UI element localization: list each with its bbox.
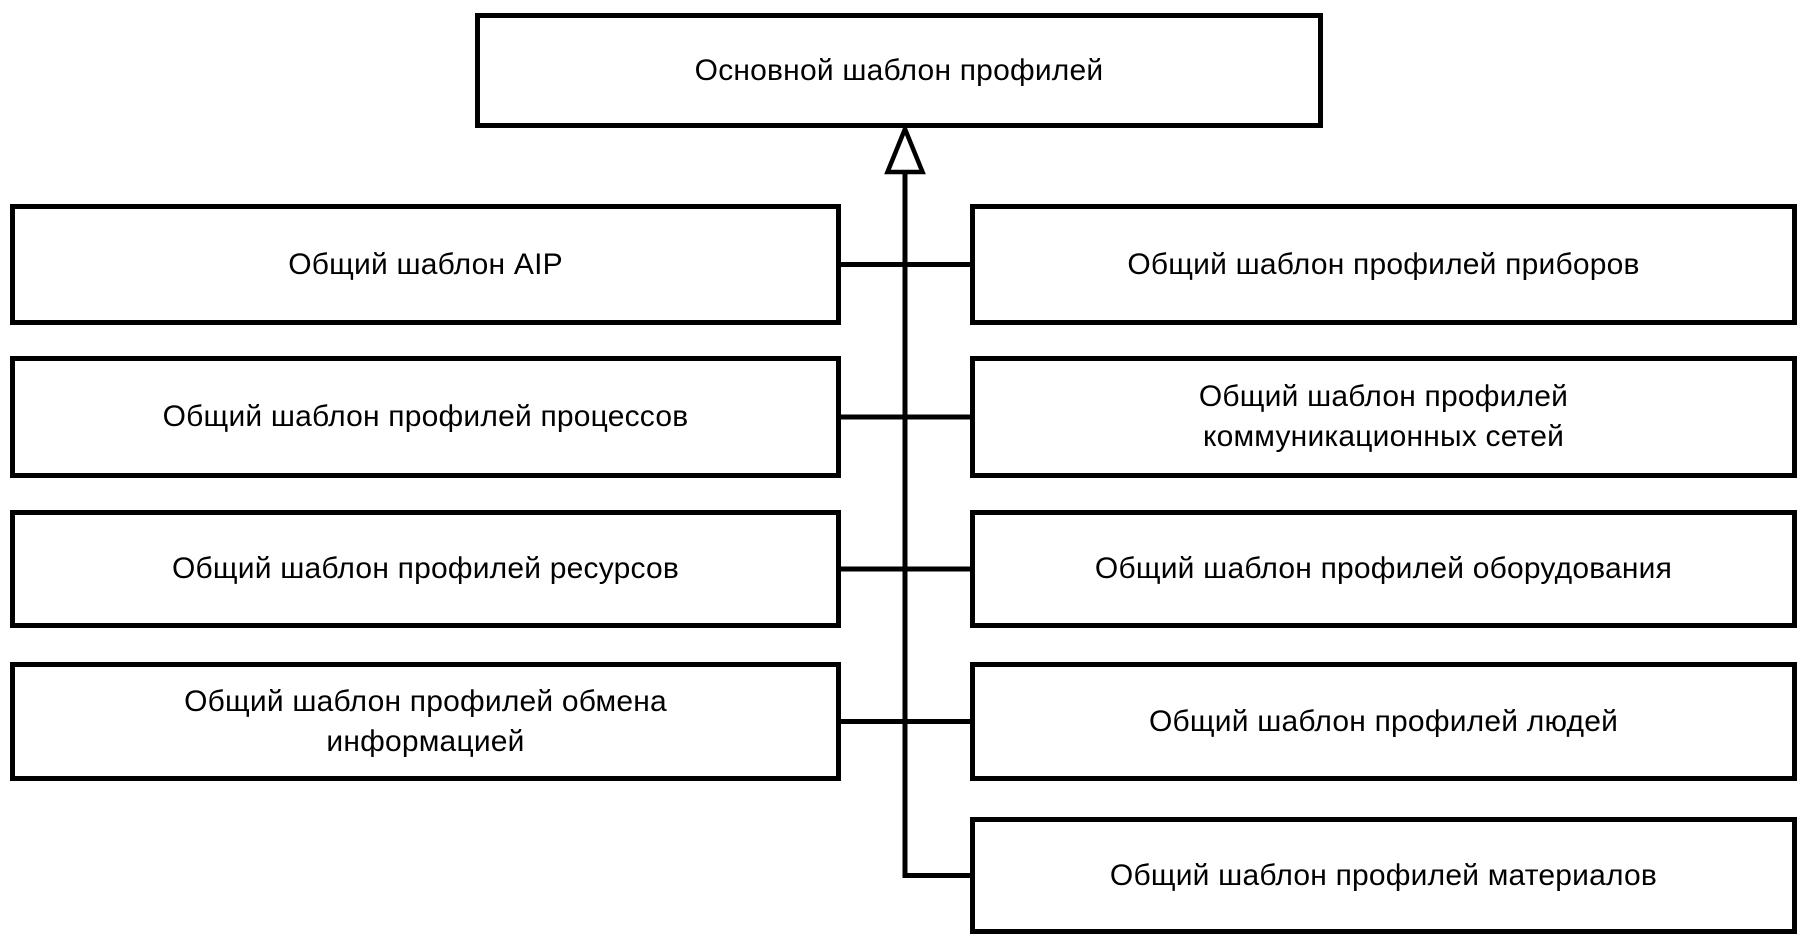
node-label: Общий шаблон профилей материалов bbox=[1109, 858, 1658, 892]
node-label: Общий шаблон профилей ресурсов bbox=[171, 552, 680, 586]
node-material-profiles-template: Общий шаблон профилей материалов bbox=[970, 817, 1797, 934]
node-common-aip-template: Общий шаблон AIP bbox=[10, 204, 841, 325]
node-label: Общий шаблон профилей оборудования bbox=[1094, 552, 1673, 586]
node-communication-network-profiles-template: Общий шаблон профилей коммуникационных с… bbox=[970, 356, 1797, 478]
node-label: Общий шаблон профилей коммуникационных с… bbox=[1198, 380, 1569, 453]
node-device-profiles-template: Общий шаблон профилей приборов bbox=[970, 204, 1797, 325]
node-process-profiles-template: Общий шаблон профилей процессов bbox=[10, 356, 841, 478]
node-label: Общий шаблон профилей обмена информацией bbox=[184, 684, 667, 758]
node-resource-profiles-template: Общий шаблон профилей ресурсов bbox=[10, 510, 841, 628]
node-label: Общий шаблон профилей процессов bbox=[162, 400, 689, 434]
node-label: Общий шаблон AIP bbox=[288, 247, 563, 281]
node-label: Общий шаблон профилей приборов bbox=[1127, 247, 1640, 281]
node-root-main-profile-template: Основной шаблон профилей bbox=[475, 13, 1323, 128]
node-equipment-profiles-template: Общий шаблон профилей оборудования bbox=[970, 510, 1797, 628]
node-people-profiles-template: Общий шаблон профилей людей bbox=[970, 662, 1797, 781]
node-label: Общий шаблон профилей людей bbox=[1148, 704, 1619, 738]
node-label: Основной шаблон профилей bbox=[694, 53, 1104, 87]
node-information-exchange-profiles-template: Общий шаблон профилей обмена информацией bbox=[10, 662, 841, 781]
generalization-arrow-icon bbox=[884, 123, 926, 175]
